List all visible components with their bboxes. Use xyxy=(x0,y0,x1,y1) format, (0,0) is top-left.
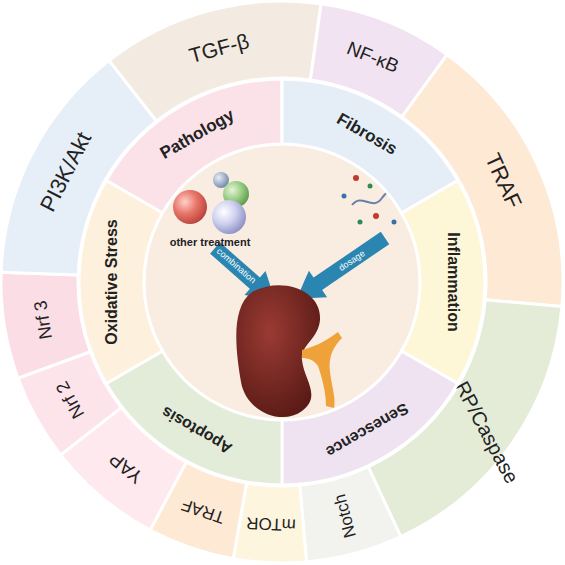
pathway-label: TGF-β xyxy=(187,30,251,66)
segment-fill xyxy=(106,351,282,485)
process-label: Oxidative Stress xyxy=(104,219,120,344)
segment-fill xyxy=(109,1,321,121)
dosage-arrow xyxy=(297,238,385,299)
segment-fill xyxy=(282,351,458,485)
process-label: Pathology xyxy=(157,106,237,162)
segment-fill xyxy=(402,55,563,307)
segment-fill xyxy=(61,408,187,531)
segment-fill xyxy=(1,272,90,378)
segment-fill xyxy=(106,79,282,213)
pathway-label: TRAF xyxy=(179,496,227,527)
segment-fill xyxy=(1,61,156,275)
arrow-label: dosage xyxy=(337,249,367,273)
molecule-drawing xyxy=(342,171,433,225)
pathway-label: NLRP/Caspase xyxy=(439,356,521,487)
segment-fill xyxy=(368,300,562,537)
segment-fill xyxy=(402,181,485,384)
segment-fill xyxy=(18,352,121,455)
pathway-label: mTOR xyxy=(246,515,296,534)
process-label: Fibrosis xyxy=(334,110,400,158)
segment-fill xyxy=(310,4,447,117)
treatment-label: other treatment xyxy=(170,237,251,248)
pathway-label: Nrf 3 xyxy=(31,299,55,340)
kidney-illustration xyxy=(236,285,342,417)
center-disc xyxy=(145,145,419,419)
pathway-label: YAP xyxy=(106,449,146,487)
pathway-label: NF-κB xyxy=(344,38,401,76)
segment-fill xyxy=(150,462,247,559)
process-label: Senescence xyxy=(323,400,411,460)
pathway-label: PI3K/Akt xyxy=(37,129,95,215)
pathway-label: Notch xyxy=(331,493,359,540)
segment-fill xyxy=(79,181,162,384)
arrow-label: combination xyxy=(215,247,258,286)
segment-fill xyxy=(233,483,306,563)
treatment-spheres xyxy=(173,172,249,234)
pathway-label: Nrf 2 xyxy=(53,378,88,421)
pathway-label: TRAF xyxy=(481,151,525,212)
segment-fill xyxy=(300,467,401,562)
process-label: Inflammation xyxy=(445,232,461,332)
process-label: Apoptosis xyxy=(159,403,235,456)
segment-fill xyxy=(282,79,458,213)
